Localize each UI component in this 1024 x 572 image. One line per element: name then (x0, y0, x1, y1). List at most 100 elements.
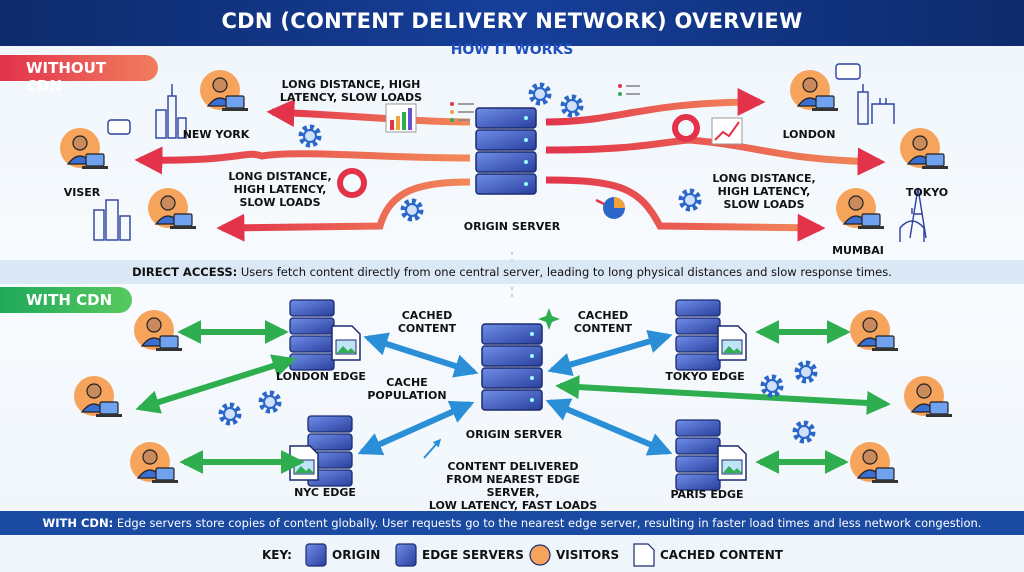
label-london-edge: LONDON EDGE (276, 370, 366, 383)
key-label: KEY: (262, 548, 292, 562)
note-cached-left: CACHED CONTENT (392, 309, 462, 335)
note-line: LONG DISTANCE, (228, 170, 332, 183)
arrow-to-viser (134, 146, 471, 175)
key-icons (305, 543, 655, 567)
gear-icon (763, 377, 781, 395)
with-cdn-lead: WITH CDN: (42, 516, 114, 530)
chat-bubble-icon (107, 119, 131, 135)
edge-server-paris (675, 419, 721, 491)
green-arrow-2 (135, 354, 297, 414)
note-line: CONTENT (397, 322, 457, 335)
note-line: CONTENT (573, 322, 633, 335)
chat-bubble-icon (835, 63, 861, 80)
key-visitors: VISITORS (556, 548, 620, 562)
visitor-mumbai (835, 187, 885, 230)
title-band (0, 0, 1024, 46)
cached-content-icon (717, 325, 747, 361)
visitor-new-york (199, 69, 249, 112)
note-long-distance-right: LONG DISTANCE, HIGH LATENCY, SLOW LOADS (706, 172, 822, 211)
label-london: LONDON (782, 128, 836, 141)
with-cdn-caption: WITH CDN: Edge servers store copies of c… (0, 516, 1024, 530)
cache-arrow-tokyo (547, 329, 673, 377)
new-york-skyline (155, 84, 187, 139)
with-cdn-text: Edge servers store copies of content glo… (113, 516, 982, 530)
label-tokyo-edge: TOKYO EDGE (665, 370, 745, 383)
arrow-to-london (545, 88, 766, 126)
note-line: LONG DISTANCE, (712, 172, 816, 185)
note-line: FROM NEAREST EDGE SERVER, (446, 473, 580, 499)
arrow-to-mumbai (545, 176, 826, 242)
label-paris-edge: PARIS EDGE (670, 488, 744, 501)
list-icon (450, 84, 640, 122)
cache-arrow-paris (545, 398, 673, 456)
pie-chart-icon (595, 197, 625, 219)
visitor-london (789, 69, 839, 112)
gear-icon (563, 97, 581, 115)
cached-content-icon (331, 325, 361, 361)
label-mumbai: MUMBAI (832, 244, 884, 257)
gear-icon (681, 191, 699, 209)
arrow-to-new-york (266, 99, 471, 128)
edge-key-icon (395, 543, 417, 567)
note-line: HIGH LATENCY, (717, 185, 811, 198)
loop-left (337, 168, 367, 198)
visitor-cdn-4 (849, 309, 899, 352)
visitor-bottom-left (147, 187, 197, 230)
note-line: HIGH LATENCY, (233, 183, 327, 196)
note-cached-right: CACHED CONTENT (568, 309, 638, 335)
loop-right (672, 114, 700, 142)
visitor-cdn-6 (849, 441, 899, 484)
note-cache-population: CACHE POPULATION (364, 376, 450, 402)
note-line: SLOW LOADS (723, 198, 805, 211)
note-long-distance-top: LONG DISTANCE, HIGH LATENCY, SLOW LOADS (276, 78, 426, 104)
label-origin-server-with: ORIGIN SERVER (465, 428, 563, 441)
direct-access-band (0, 260, 1024, 284)
visitor-viser (59, 127, 109, 170)
origin-server-with (481, 323, 543, 411)
gear-icon (301, 127, 319, 145)
gear-icon (221, 405, 239, 423)
origin-key-icon (305, 543, 327, 567)
diagram-title: CDN (CONTENT DELIVERY NETWORK) OVERVIEW (221, 9, 803, 33)
visitor-cdn-1 (133, 309, 183, 352)
origin-server-without (475, 107, 537, 195)
note-line: POPULATION (367, 389, 447, 402)
note-line: LOW LATENCY, FAST LOADS (428, 499, 598, 512)
key-cached-content: CACHED CONTENT (660, 548, 783, 562)
with-cdn-panel (73, 299, 953, 491)
note-line: CONTENT DELIVERED (447, 460, 579, 473)
key-edge-servers: EDGE SERVERS (422, 548, 524, 562)
green-arrow-5 (555, 375, 891, 415)
note-line: LATENCY, SLOW LOADS (279, 91, 423, 104)
gear-icon (403, 201, 421, 219)
cached-key-icon (633, 543, 655, 567)
edge-server-tokyo (675, 299, 721, 371)
note-line: SLOW LOADS (239, 196, 321, 209)
visitor-cdn-5 (903, 375, 953, 418)
direct-access-text: Users fetch content directly from one ce… (237, 265, 892, 279)
label-new-york: NEW YORK (182, 128, 250, 141)
direct-access-lead: DIRECT ACCESS: (132, 265, 238, 279)
label-viser: VISER (63, 186, 101, 199)
direct-access-caption: DIRECT ACCESS: Users fetch content direc… (0, 265, 1024, 279)
gear-icon (797, 363, 815, 381)
label-tokyo: TOKYO (905, 186, 949, 199)
without-cdn-panel (59, 63, 949, 242)
visitor-tokyo (899, 127, 949, 170)
bar-chart-icon (385, 103, 417, 133)
label-nyc-edge: NYC EDGE (294, 486, 356, 499)
with-cdn-tag: WITH CDN (0, 287, 132, 313)
note-line: CACHED (577, 309, 629, 322)
arrow-to-viser-lower (216, 178, 471, 242)
mumbai-skyline (899, 208, 925, 242)
note-line: LONG DISTANCE, HIGH (281, 78, 421, 91)
delivered-pointer (423, 438, 442, 459)
visitor-key-icon (529, 544, 551, 566)
cache-arrow-nyc (357, 400, 475, 456)
without-cdn-tag: WITHOUT CDN (0, 55, 158, 95)
viser-skyline (93, 199, 131, 241)
cached-content-icon (717, 445, 747, 481)
gear-icon (261, 393, 279, 411)
with-cdn-band (0, 511, 1024, 535)
